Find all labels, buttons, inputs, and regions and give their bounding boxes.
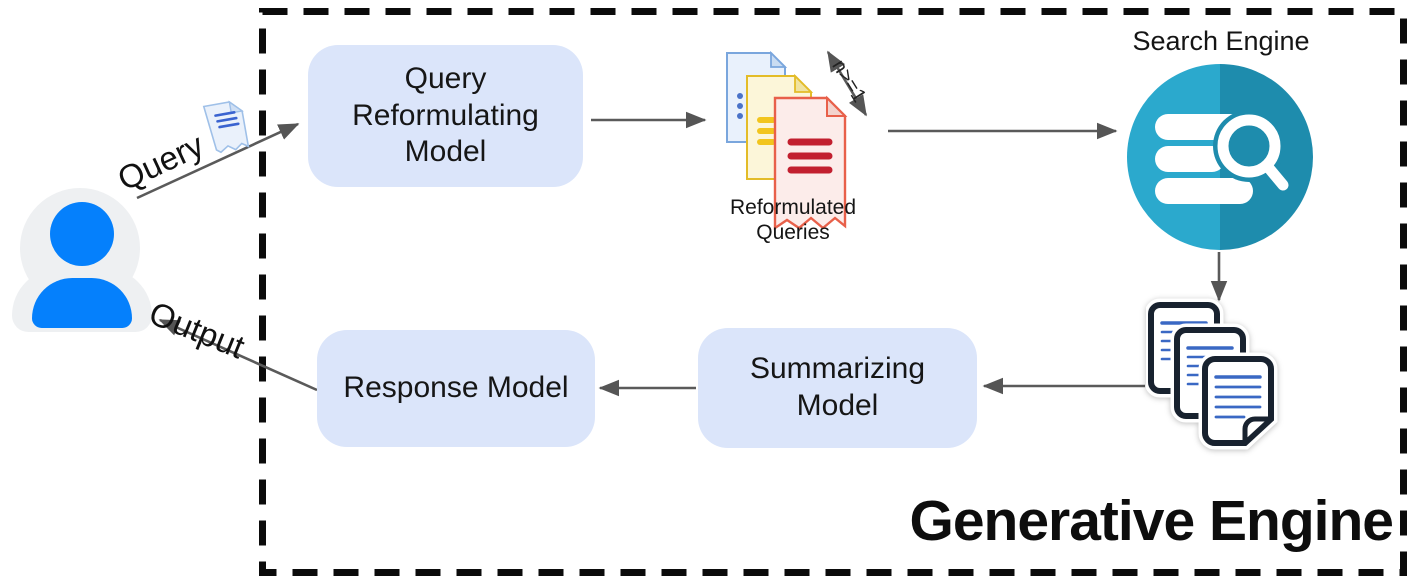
response-model-label: Response Model — [343, 371, 569, 405]
search-engine-label: Search Engine — [1132, 26, 1310, 56]
summarizing-model-node: Summarizing Model — [698, 328, 977, 448]
reformulated-queries-label: Reformulated Queries — [729, 196, 857, 244]
user-shoulders — [32, 278, 132, 328]
query-reformulating-model-node: Query Reformulating Model — [308, 45, 583, 187]
magnifier-lens — [1217, 114, 1281, 178]
response-model-node: Response Model — [317, 330, 595, 447]
reformulated-queries-icon — [726, 50, 848, 231]
diagram-title: Generative Engine — [909, 489, 1394, 553]
retrieved-documents-icon — [1146, 298, 1278, 450]
query-reformulating-model-label: Query Reformulating Model — [352, 62, 539, 169]
search-engine-glyph — [1155, 110, 1289, 204]
query-edge-label: Query — [112, 126, 210, 198]
magnifier-handle — [1262, 161, 1289, 191]
user-head — [50, 202, 114, 266]
search-engine-icon — [1127, 64, 1313, 250]
query-document-icon — [202, 100, 250, 154]
output-edge-label: Output — [144, 294, 250, 366]
user-icon — [10, 186, 154, 334]
summarizing-model-label: Summarizing Model — [749, 352, 926, 422]
